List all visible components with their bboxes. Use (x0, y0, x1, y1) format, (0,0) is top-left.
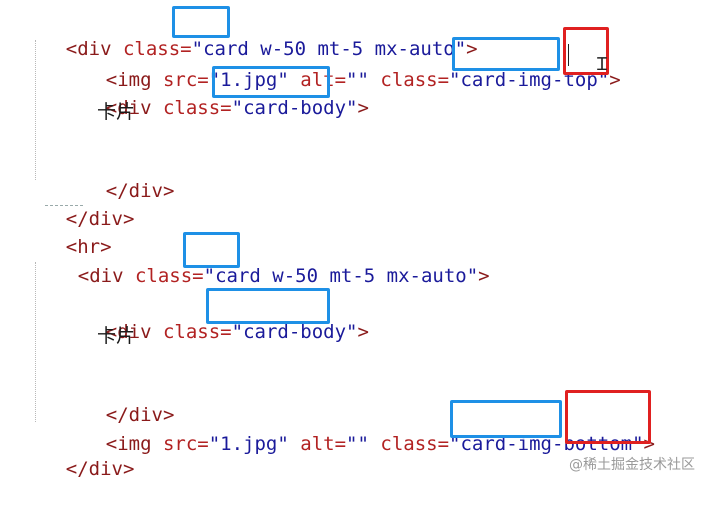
code-editor[interactable]: <div class="card w-50 mt-5 mx-auto"> <im… (0, 0, 705, 482)
watermark: @稀土掘金技术社区 (569, 457, 695, 473)
code-line-14[interactable]: </div> (105, 404, 175, 426)
code-line-7[interactable]: </div> (65, 208, 135, 230)
highlight-box-card-body-2 (206, 288, 330, 324)
code-line-15[interactable]: <img src="1.jpg" alt="" class="card-img-… (105, 433, 655, 455)
highlight-box-card-img-2 (450, 400, 562, 438)
code-line-8[interactable]: <hr> (65, 236, 112, 258)
highlight-box-card-body-1 (212, 66, 330, 98)
highlight-box-card-img-1 (452, 37, 560, 71)
code-line-12[interactable]: 卡片 (97, 325, 136, 347)
highlight-box-card-2 (183, 232, 240, 268)
code-line-6[interactable]: </div> (105, 180, 175, 202)
highlight-box-bottom (565, 390, 651, 444)
highlight-box-top (563, 27, 609, 75)
code-line-4[interactable]: 卡片 (97, 101, 136, 123)
highlight-box-card-1 (172, 6, 230, 38)
code-line-1[interactable]: <div class="card w-50 mt-5 mx-auto"> (65, 38, 478, 60)
code-line-3[interactable]: <div class="card-body"> (105, 97, 369, 119)
closing-tag-underline (45, 205, 83, 206)
code-line-9[interactable]: <div class="card w-50 mt-5 mx-auto"> (77, 265, 490, 287)
text-cursor (568, 44, 569, 66)
mouse-ibeam-icon: Ɪ (597, 54, 608, 75)
indent-guide (35, 40, 36, 180)
code-line-11[interactable]: <div class="card-body"> (105, 321, 369, 343)
indent-guide (35, 262, 36, 422)
code-line-16[interactable]: </div> (65, 458, 135, 480)
